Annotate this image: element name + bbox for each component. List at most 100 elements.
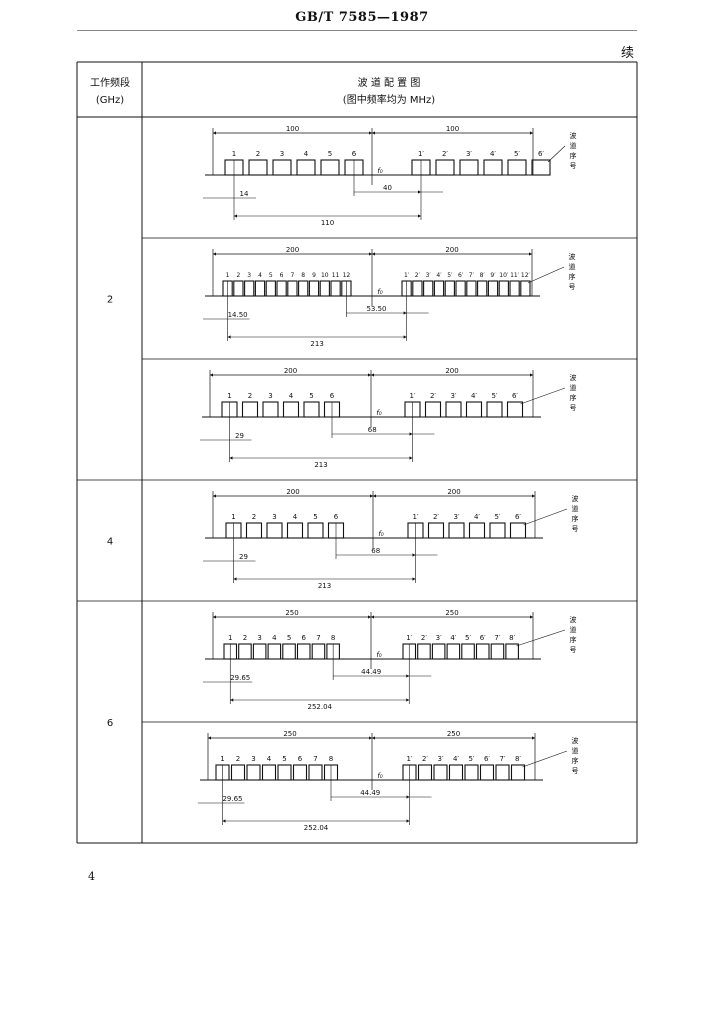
- channel-box: [448, 522, 465, 539]
- channel-label: 2: [248, 392, 252, 400]
- dim-a-label: 14.50: [228, 311, 248, 319]
- channel-label: 2′: [430, 392, 436, 400]
- channel-label: 1: [228, 634, 232, 642]
- channel-label: 1: [231, 513, 235, 521]
- channel-label: 6′: [480, 634, 486, 642]
- dim-a-label: 14: [240, 190, 249, 198]
- channel-box: [230, 764, 246, 781]
- span-arrow: [210, 373, 213, 377]
- channel-box: [477, 280, 488, 297]
- continued-mark: 续: [621, 46, 635, 61]
- channel-box: [246, 764, 261, 781]
- channel-label: 5′: [514, 150, 520, 158]
- channel-box: [520, 280, 531, 297]
- channel-box: [241, 401, 259, 418]
- channel-label: 8′: [509, 634, 515, 642]
- center-frequency-label: f₀: [376, 651, 381, 659]
- channel-box: [262, 401, 279, 418]
- span-right-label: 250: [445, 609, 458, 617]
- dim-arrow: [233, 577, 237, 581]
- channel-box: [244, 280, 255, 297]
- dim-arrow: [418, 190, 421, 194]
- standard-code: GB/T 7585—1987: [295, 10, 429, 25]
- dim-arrow: [406, 795, 410, 799]
- channel-box: [245, 522, 263, 539]
- channel-label: 2: [236, 272, 240, 279]
- side-note-char: 序: [570, 151, 577, 160]
- channel-box: [446, 643, 461, 660]
- channel-label: 6: [330, 392, 335, 400]
- channel-box: [307, 522, 324, 539]
- side-note-char: 波: [569, 252, 576, 261]
- side-note-char: 序: [572, 756, 579, 765]
- channel-box: [459, 159, 479, 176]
- span-arrow: [369, 131, 372, 135]
- channel-label: 5: [282, 755, 286, 763]
- channel-label: 8′: [480, 272, 486, 279]
- channel-box: [531, 159, 551, 176]
- channel-label: 4: [289, 392, 294, 400]
- channel-label: 3′: [426, 272, 432, 279]
- dim-arrow: [227, 335, 231, 339]
- channel-label: 6: [334, 513, 339, 521]
- span-arrow: [373, 494, 376, 498]
- channel-box: [261, 764, 277, 781]
- col-diagram-header: 波 道 配 置 图: [358, 76, 421, 89]
- channel-box: [509, 280, 520, 297]
- channel-box: [483, 159, 503, 176]
- channel-box: [509, 522, 527, 539]
- side-note-char: 波: [572, 494, 579, 503]
- channel-box: [431, 643, 446, 660]
- channel-label: 1′: [409, 392, 415, 400]
- channel-label: 2: [256, 150, 260, 158]
- channel-box: [412, 280, 423, 297]
- channel-label: 1′: [406, 634, 412, 642]
- channel-box: [276, 280, 287, 297]
- span-left-label: 250: [285, 609, 298, 617]
- channel-label: 7: [313, 755, 317, 763]
- dim-b-label: 40: [383, 184, 392, 192]
- channel-box: [444, 280, 455, 297]
- span-arrow: [369, 736, 372, 740]
- channel-box: [498, 280, 509, 297]
- channel-box: [296, 159, 316, 176]
- channel-label: 10: [321, 272, 329, 279]
- dim-c-label: 252.04: [308, 703, 333, 711]
- channel-box: [292, 764, 308, 781]
- span-arrow: [530, 373, 533, 377]
- span-right-label: 200: [447, 488, 460, 496]
- channel-box: [265, 280, 276, 297]
- side-note-char: 道: [572, 504, 579, 513]
- channel-label: 3: [272, 513, 276, 521]
- side-note-char: 道: [570, 383, 577, 392]
- channel-box: [298, 280, 309, 297]
- band-label: 6: [107, 718, 113, 729]
- channel-label: 7: [290, 272, 294, 279]
- band-label: 4: [107, 537, 113, 548]
- channel-label: 8: [329, 755, 333, 763]
- dim-arrow: [418, 214, 421, 218]
- channel-label: 8: [301, 272, 305, 279]
- dim-arrow: [222, 819, 226, 823]
- channel-label: 11′: [510, 272, 520, 279]
- channel-label: 4: [267, 755, 272, 763]
- channel-label: 3: [247, 272, 251, 279]
- span-arrow: [213, 131, 216, 135]
- channel-label: 4′: [453, 755, 459, 763]
- channel-label: 7′: [494, 634, 500, 642]
- channel-label: 2: [243, 634, 247, 642]
- channel-label: 5: [328, 150, 332, 158]
- channel-box: [319, 280, 330, 297]
- channel-label: 5′: [468, 755, 474, 763]
- channel-label: 3: [257, 634, 261, 642]
- side-note-char: 号: [570, 646, 577, 654]
- channel-box: [424, 401, 442, 418]
- side-note-char: 波: [570, 615, 577, 624]
- span-right-label: 100: [446, 125, 459, 133]
- channel-box: [286, 522, 304, 539]
- channel-box: [468, 522, 486, 539]
- channel-box: [287, 280, 298, 297]
